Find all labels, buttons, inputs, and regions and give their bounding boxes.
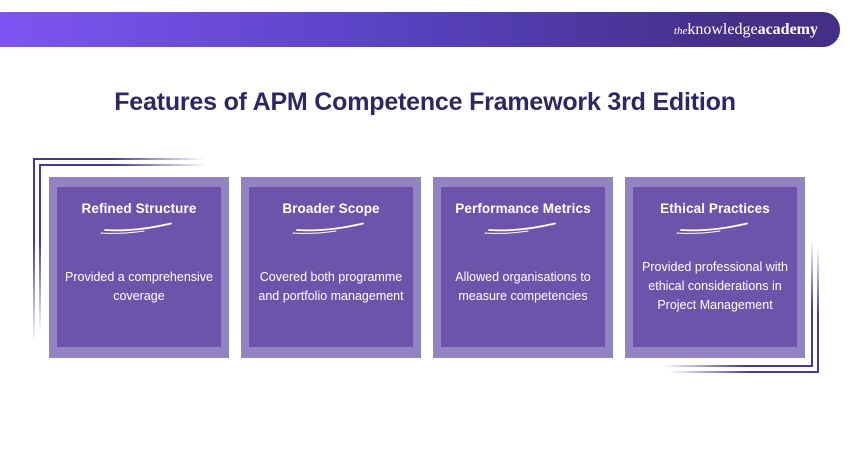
- card-body-wrap: Provided a comprehensive coverage: [65, 236, 213, 337]
- card-body-wrap: Covered both programme and portfolio man…: [257, 236, 405, 337]
- swoosh-underline-icon: [100, 222, 172, 234]
- card-body-wrap: Allowed organisations to measure compete…: [449, 236, 597, 337]
- card-title: Broader Scope: [282, 201, 380, 216]
- corner-line-decoration: [39, 164, 41, 334]
- card-title: Ethical Practices: [660, 201, 770, 216]
- card-title: Refined Structure: [81, 201, 197, 216]
- corner-line-decoration: [668, 371, 819, 373]
- card-body-wrap: Provided professional with ethical consi…: [641, 236, 789, 337]
- corner-line-decoration: [811, 240, 813, 366]
- card-description: Covered both programme and portfolio man…: [258, 269, 404, 303]
- feature-card-performance-metrics: Performance Metrics Allowed organisation…: [433, 177, 613, 358]
- card-surface: Refined Structure Provided a comprehensi…: [57, 187, 221, 347]
- feature-cards-row: Refined Structure Provided a comprehensi…: [49, 177, 807, 358]
- card-description: Provided a comprehensive coverage: [65, 269, 213, 303]
- page-title: Features of APM Competence Framework 3rd…: [114, 88, 736, 116]
- feature-card-ethical-practices: Ethical Practices Provided professional …: [625, 177, 805, 358]
- swoosh-underline-icon: [292, 222, 364, 234]
- corner-line-decoration: [33, 158, 205, 160]
- feature-card-refined-structure: Refined Structure Provided a comprehensi…: [49, 177, 229, 358]
- card-surface: Performance Metrics Allowed organisation…: [441, 187, 605, 347]
- corner-line-decoration: [39, 164, 207, 166]
- card-description: Allowed organisations to measure compete…: [455, 269, 591, 303]
- card-surface: Ethical Practices Provided professional …: [633, 187, 797, 347]
- logo-word-academy: academy: [757, 20, 818, 38]
- card-title: Performance Metrics: [455, 201, 591, 216]
- corner-line-decoration: [817, 246, 819, 372]
- corner-line-decoration: [33, 158, 35, 343]
- feature-card-broader-scope: Broader Scope Covered both programme and…: [241, 177, 421, 358]
- logo-word-knowledge: knowledge: [687, 20, 758, 38]
- knowledge-academy-logo: theknowledgeacademy: [673, 20, 818, 38]
- brand-banner: theknowledgeacademy: [0, 12, 840, 47]
- corner-line-decoration: [662, 365, 813, 367]
- swoosh-underline-icon: [676, 222, 748, 234]
- card-description: Provided professional with ethical consi…: [642, 260, 788, 312]
- swoosh-underline-icon: [484, 222, 556, 234]
- logo-word-the: the: [673, 24, 688, 37]
- card-surface: Broader Scope Covered both programme and…: [249, 187, 413, 347]
